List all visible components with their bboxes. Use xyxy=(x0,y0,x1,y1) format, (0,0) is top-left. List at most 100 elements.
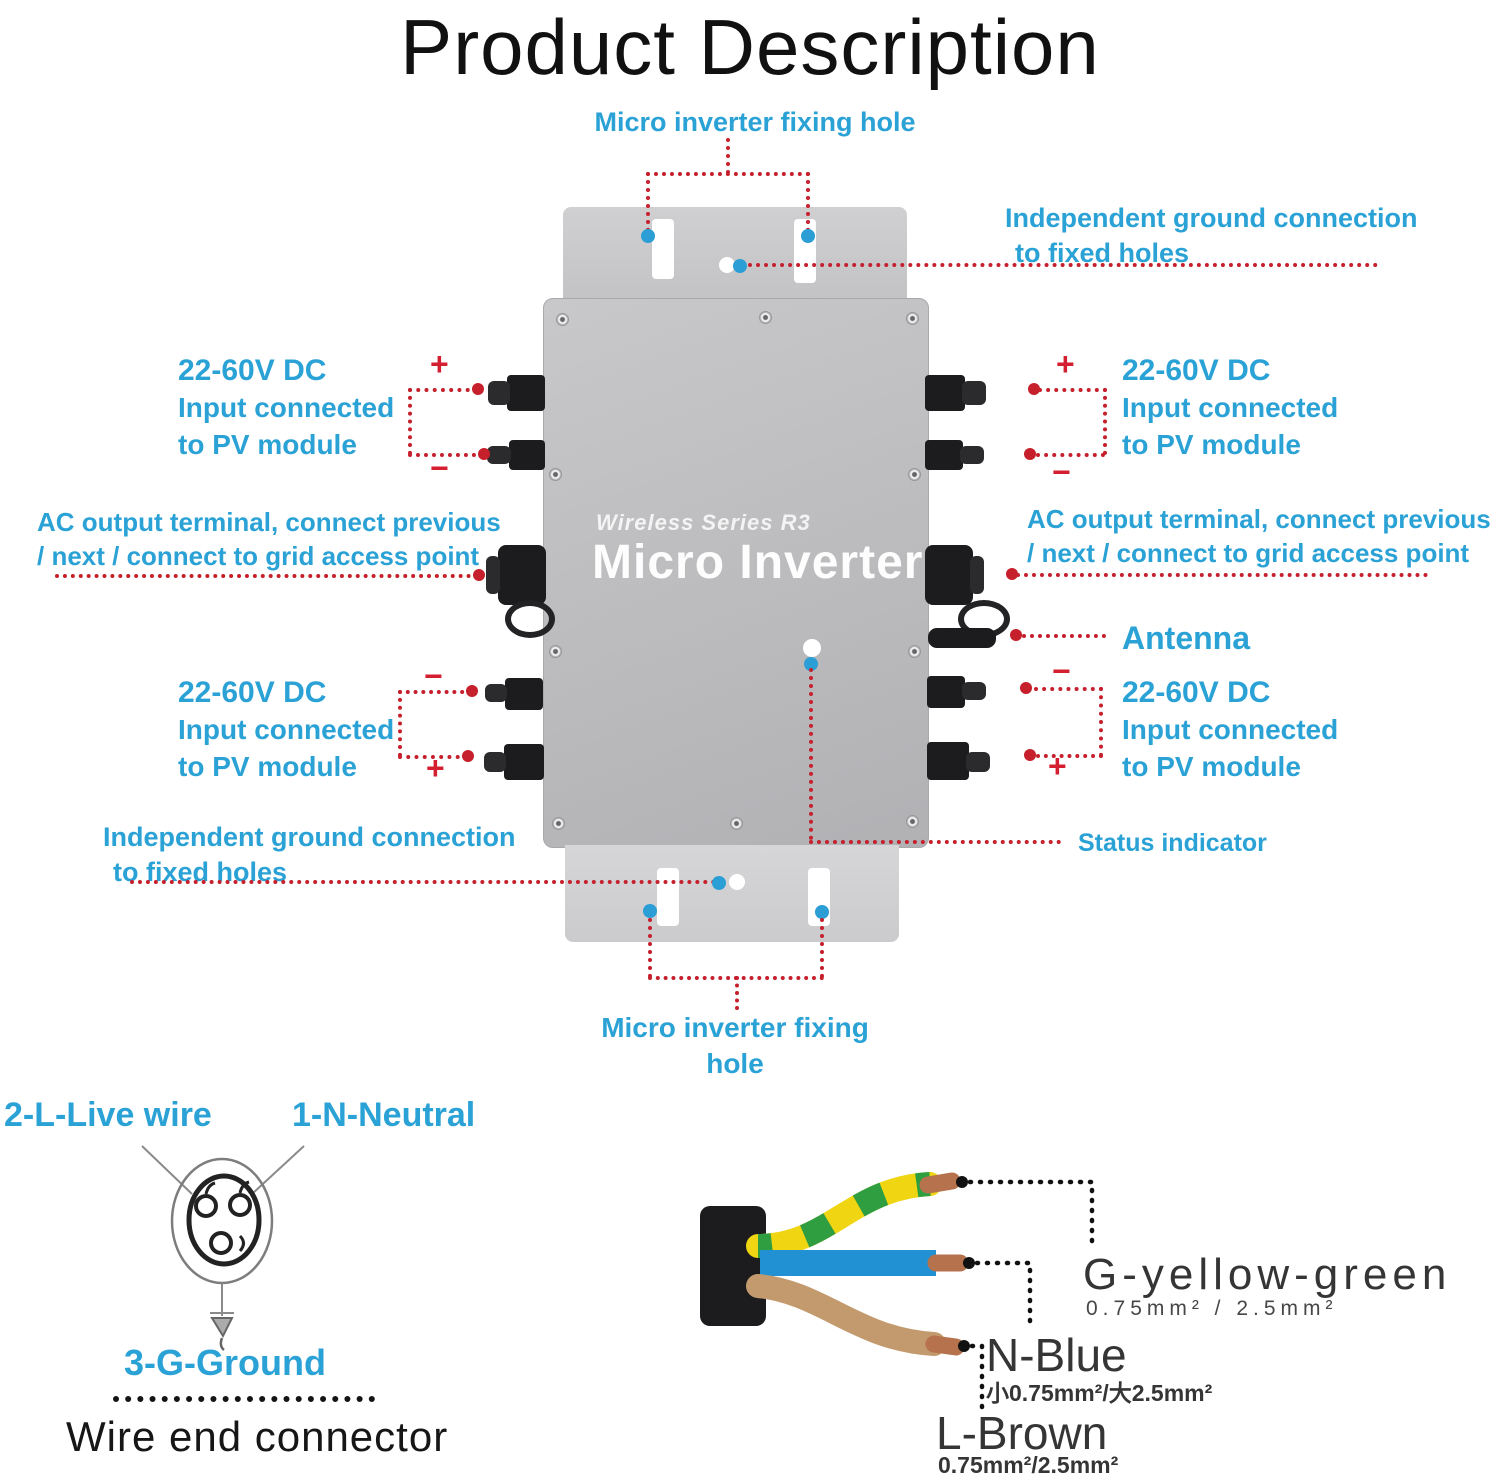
page-title: Product Description xyxy=(400,3,1100,91)
minus-sign: − xyxy=(1052,653,1071,689)
leader-line xyxy=(1038,388,1107,392)
leader-line xyxy=(408,453,484,457)
dc-connector-right-top-minus xyxy=(925,440,963,470)
bottom-ground-hole xyxy=(729,874,745,890)
label-line: Independent ground connection xyxy=(1005,203,1418,233)
dc-connector-right-bottom-minus-pin xyxy=(962,682,986,700)
wire-end-connector-caption: Wire end connector xyxy=(66,1413,449,1460)
leader-dot xyxy=(473,569,485,581)
leader-line xyxy=(55,574,479,578)
dc-connector-right-top-plus-pin xyxy=(962,381,986,405)
leader-dot xyxy=(956,1176,968,1188)
leader-line xyxy=(1016,573,1428,577)
wire-end-connector-drawing xyxy=(141,1145,305,1351)
leader-line xyxy=(646,172,810,176)
screw xyxy=(908,468,921,481)
label-line: to PV module xyxy=(178,751,357,782)
label-line: Input connected xyxy=(1122,392,1339,423)
leader-dot xyxy=(472,383,484,395)
label-dc-input-right-bottom: 22-60V DC Input connected to PV module xyxy=(1122,674,1338,785)
leader-dot xyxy=(462,750,474,762)
ac-connector-right-collar xyxy=(970,556,984,594)
leader-live xyxy=(141,1145,193,1195)
leader-line xyxy=(408,388,412,455)
screw xyxy=(906,312,919,325)
label-fixing-hole-top: Micro inverter fixing hole xyxy=(594,107,916,137)
top-ground-hole xyxy=(719,257,735,273)
ac-connector-right xyxy=(925,545,973,605)
leader-dot xyxy=(1006,568,1018,580)
leader-dot xyxy=(1010,629,1022,641)
dc-connector-right-top-minus-pin xyxy=(960,446,984,464)
label-ground-wire: 3-G-Ground xyxy=(124,1342,326,1383)
label-line: AC output terminal, connect previous xyxy=(37,507,501,537)
leader-line xyxy=(646,172,650,232)
dc-connector-left-top-minus xyxy=(509,440,545,470)
leader-line xyxy=(1034,687,1103,691)
leader-line xyxy=(398,690,402,757)
ac-connector-left-cap xyxy=(505,600,555,638)
cable-drawing xyxy=(700,1172,1095,1411)
plus-sign: + xyxy=(1048,748,1067,784)
label-ac-output-left: AC output terminal, connect previous / n… xyxy=(37,505,501,573)
label-line: / next / connect to grid access point xyxy=(1027,538,1470,568)
ground-hole-marker xyxy=(733,259,747,273)
dc-connector-left-bottom-plus xyxy=(504,744,544,780)
leader-line-live xyxy=(969,1343,985,1411)
leader-dot xyxy=(466,685,478,697)
label-ac-output-right: AC output terminal, connect previous / n… xyxy=(1027,502,1491,570)
leader-line xyxy=(1036,453,1105,457)
screw xyxy=(906,815,919,828)
minus-sign: − xyxy=(424,658,443,694)
screw xyxy=(556,313,569,326)
label-line: to fixed holes xyxy=(1015,237,1190,268)
copper-tip-ground xyxy=(919,1172,961,1194)
leader-line xyxy=(648,918,652,978)
ground-arrow xyxy=(210,1317,234,1339)
label-line: Input connected xyxy=(1122,714,1339,745)
antenna-rod xyxy=(928,628,996,648)
wire-brown xyxy=(746,1274,946,1356)
fixing-hole-marker xyxy=(815,905,829,919)
label-antenna: Antenna xyxy=(1122,620,1250,656)
fixing-hole-marker xyxy=(643,904,657,918)
label-ground-connection-top: Independent ground connection to fixed h… xyxy=(1005,201,1417,270)
label-line: Input connected xyxy=(178,714,395,745)
dc-connector-left-top-plus xyxy=(507,375,545,411)
leader-dot xyxy=(1028,383,1040,395)
connector-inner-ring xyxy=(186,1173,262,1267)
wire-yellow-green xyxy=(746,1172,942,1258)
screw xyxy=(552,817,565,830)
label-neutral-wire-name: N-Blue xyxy=(986,1329,1127,1381)
device-series-label: Wireless Series R3 xyxy=(596,510,811,535)
label-status-indicator: Status indicator xyxy=(1078,829,1267,857)
label-ground-wire-name: G-yellow-green xyxy=(1083,1250,1452,1299)
bottom-fixing-slot-left xyxy=(657,868,679,926)
ground-hole-marker xyxy=(712,876,726,890)
label-ground-wire-spec: 0.75mm² / 2.5mm² xyxy=(1086,1297,1338,1320)
pin-tail xyxy=(204,1181,216,1195)
dc-connector-right-bottom-plus-pin xyxy=(966,752,990,772)
label-neutral-wire-spec: 小0.75mm²/大2.5mm² xyxy=(986,1380,1213,1406)
top-fixing-slot-left xyxy=(652,219,674,279)
leader-line xyxy=(398,690,472,694)
leader-line xyxy=(130,880,716,884)
label-dc-input-left-top: 22-60V DC Input connected to PV module xyxy=(178,352,394,463)
label-line: 22-60V DC xyxy=(1122,354,1271,387)
plus-sign: + xyxy=(426,750,445,786)
label-live-wire-name: L-Brown xyxy=(936,1407,1108,1459)
label-dc-input-left-bottom: 22-60V DC Input connected to PV module xyxy=(178,674,394,785)
leader-line xyxy=(735,976,739,1010)
pin-ground xyxy=(209,1231,233,1255)
leader-dot xyxy=(1020,682,1032,694)
leader-line xyxy=(809,668,813,840)
label-fixing-hole-bottom: Micro inverter fixing hole xyxy=(601,1012,869,1079)
screw xyxy=(908,645,921,658)
status-indicator-led xyxy=(803,639,821,657)
leader-line xyxy=(1022,634,1106,638)
leader-line xyxy=(1103,388,1107,455)
ac-connector-left xyxy=(498,545,546,605)
leader-dot xyxy=(963,1257,975,1269)
fixing-hole-marker xyxy=(801,229,815,243)
leader-dot xyxy=(1024,749,1036,761)
